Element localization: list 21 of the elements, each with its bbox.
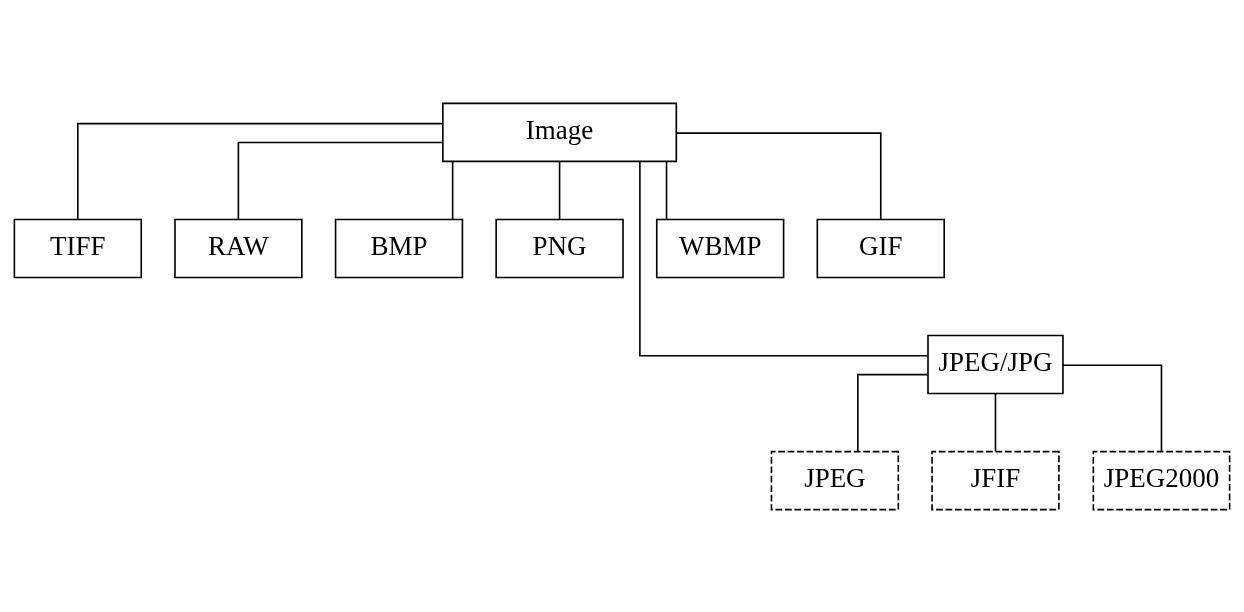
connector — [675, 131, 882, 220]
connector — [994, 392, 997, 452]
connector — [77, 122, 444, 220]
connector — [857, 373, 929, 452]
node-box: JPEG2000 — [1092, 450, 1231, 510]
node-box: PNG — [495, 218, 624, 278]
node-box: Image — [442, 102, 678, 162]
node-box: JPEG — [770, 450, 900, 510]
node-box: JFIF — [931, 450, 1060, 510]
node-box: RAW — [174, 218, 303, 278]
connector — [558, 160, 561, 220]
connector — [639, 160, 929, 357]
connector — [665, 160, 668, 220]
connector — [237, 141, 444, 220]
node-box: BMP — [334, 218, 464, 278]
node-box: GIF — [816, 218, 945, 278]
node-box: WBMP — [655, 218, 785, 278]
connector — [451, 160, 454, 220]
node-box: JPEG/JPG — [927, 334, 1064, 394]
connector — [1062, 363, 1163, 452]
node-box: TIFF — [13, 218, 143, 278]
